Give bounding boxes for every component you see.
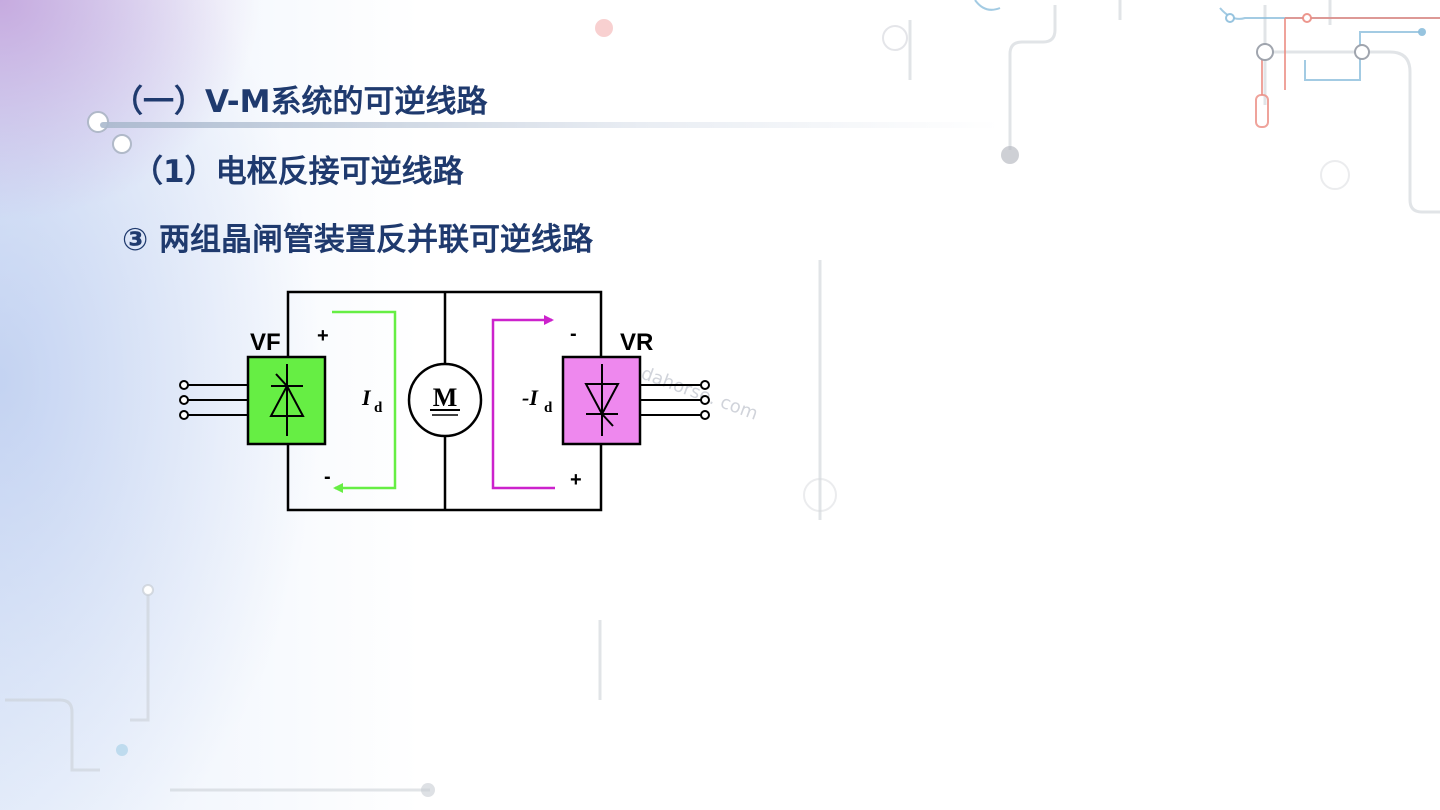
vr-label: VR — [620, 329, 653, 356]
vf-thyristor-icon — [269, 364, 305, 436]
subheading-armature-reversal: （1）电枢反接可逆线路 — [132, 154, 464, 190]
reverse-current-label: -I d — [522, 385, 553, 416]
reverse-current-arrow — [491, 315, 555, 490]
forward-current-subscript: d — [374, 400, 383, 416]
vr-ac-input — [640, 380, 710, 420]
vf-top-polarity: + — [317, 325, 329, 347]
motor-icon: M — [407, 362, 483, 438]
reverse-current-subscript: d — [544, 400, 553, 416]
circuit-diagram: dahorse. com — [179, 290, 761, 512]
vf-ac-input — [179, 380, 248, 420]
title-underline — [100, 122, 1000, 128]
reverse-current-symbol: -I — [522, 385, 539, 410]
vr-converter — [561, 355, 642, 446]
motor-label: M — [433, 383, 458, 412]
vr-top-polarity: - — [570, 323, 577, 345]
forward-current-symbol: I — [361, 385, 372, 410]
vr-bottom-polarity: + — [570, 469, 582, 491]
slide-heading: （一）V-M系统的可逆线路 — [112, 84, 488, 120]
vf-label: VF — [250, 329, 281, 356]
vf-bottom-polarity: - — [324, 466, 331, 488]
forward-current-arrow — [332, 310, 397, 493]
vf-converter — [246, 355, 327, 446]
vr-thyristor-icon — [584, 364, 620, 436]
subheading-antiparallel-converters: ③ 两组晶闸管装置反并联可逆线路 — [122, 222, 594, 258]
forward-current-label: I d — [361, 385, 383, 416]
